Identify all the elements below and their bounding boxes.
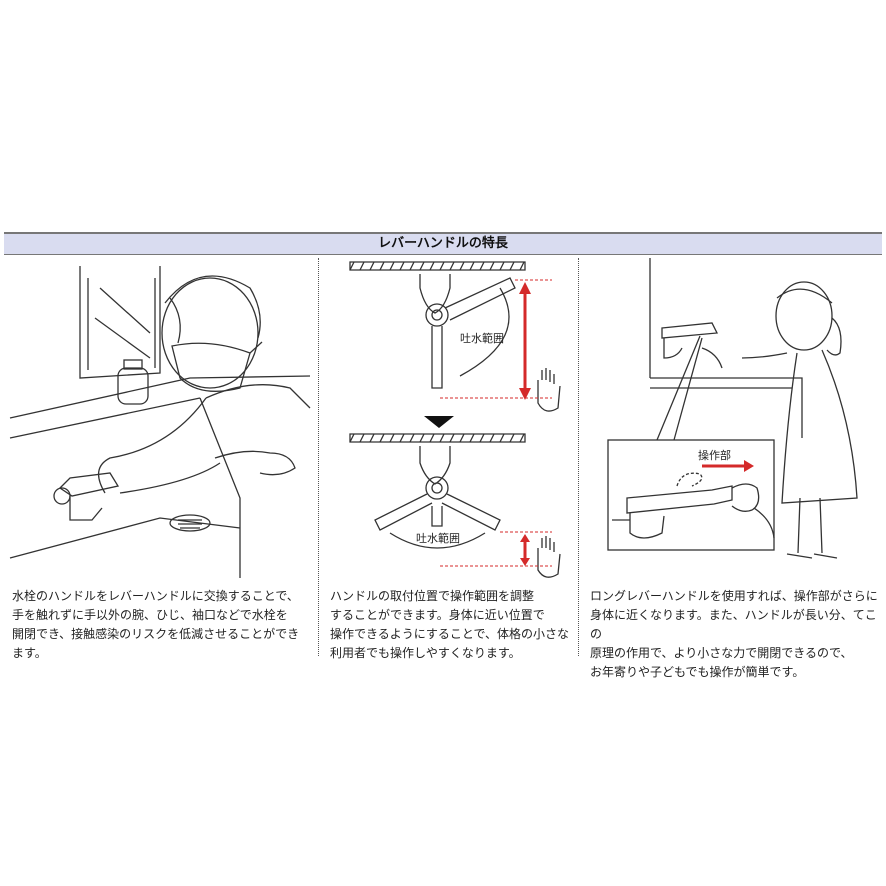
feature-frame bbox=[4, 232, 882, 663]
illustration-arm-lever bbox=[9, 266, 311, 578]
panel-2-line: 利用者でも操作しやすくなります。 bbox=[330, 646, 521, 660]
header-title: レバーハンドルの特長 bbox=[378, 236, 508, 251]
panel-1-line: ます。 bbox=[12, 646, 47, 660]
panel-2-line: 操作できるようにすることで、体格の小さな bbox=[330, 627, 570, 641]
panel-divider-1 bbox=[318, 258, 319, 656]
operation-part-label: 操作部 bbox=[698, 448, 731, 462]
panel-2-line: することができます。身体に近い位置で bbox=[330, 608, 545, 622]
panel-2-text: ハンドルの取付位置で操作範囲を調整 することができます。身体に近い位置で 操作で… bbox=[330, 587, 575, 663]
panel-divider-2 bbox=[578, 258, 579, 656]
down-arrow-icon bbox=[424, 416, 454, 428]
header-bar: レバーハンドルの特長 bbox=[4, 233, 882, 255]
panel-2-line: ハンドルの取付位置で操作範囲を調整 bbox=[330, 589, 535, 603]
panel-1-line: 開閉でき、接触感染のリスクを低減させることができ bbox=[12, 627, 300, 641]
panel-3-line: ロングレバーハンドルを使用すれば、操作部がさらに bbox=[590, 589, 878, 603]
panel-3-line: 原理の作用で、より小さな力で開閉できるので、 bbox=[590, 646, 853, 660]
panel-3-line: お年寄りや子どもでも操作が簡単です。 bbox=[590, 665, 805, 679]
range-label-bottom: 吐水範囲 bbox=[416, 531, 460, 545]
illustration-lever-range: 吐水範囲 吐水範囲 bbox=[349, 261, 561, 578]
panel-1-text: 水栓のハンドルをレバーハンドルに交換することで、 手を触れずに手以外の腕、ひじ、… bbox=[12, 587, 312, 663]
illustration-long-lever: 操作部 bbox=[607, 258, 858, 559]
panel-3-text: ロングレバーハンドルを使用すれば、操作部がさらに 身体に近くなります。また、ハン… bbox=[590, 587, 880, 682]
panel-3-line: 身体に近くなります。また、ハンドルが長い分、てこの bbox=[590, 608, 877, 641]
panel-1-line: 手を触れずに手以外の腕、ひじ、袖口などで水栓を bbox=[12, 608, 288, 622]
range-label-top: 吐水範囲 bbox=[460, 331, 504, 345]
panel-1-line: 水栓のハンドルをレバーハンドルに交換することで、 bbox=[12, 589, 299, 603]
